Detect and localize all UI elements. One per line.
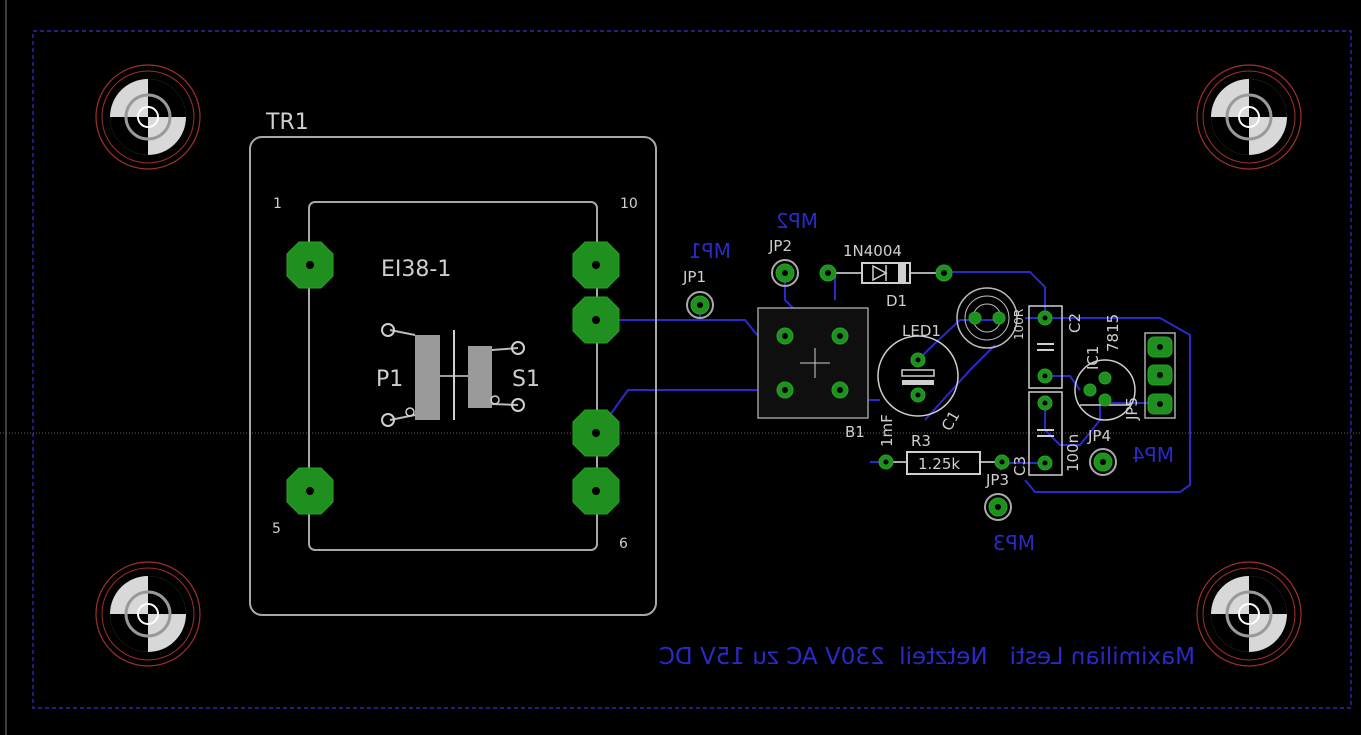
jp3-label: JP3 (985, 471, 1009, 489)
resistor-r3: 1.25k R3 (878, 432, 1010, 475)
capacitor-c2: C2 (1028, 305, 1084, 389)
jumper-jp5: JP5 (1123, 332, 1176, 421)
transformer-pad-7 (572, 409, 620, 457)
mp3-label: MP3 (993, 531, 1035, 555)
board-outline (32, 30, 1352, 709)
ic1-label: IC1 (1084, 346, 1102, 370)
pin1-label: 1 (273, 196, 282, 212)
mounting-hole-top-right (1196, 64, 1302, 170)
bottom-layer-text: MP1 MP2 MP3 MP4 Maximilian Lesti Netztei… (659, 209, 1195, 670)
mounting-hole-bottom-right (1196, 561, 1302, 667)
jp2-label: JP2 (768, 237, 792, 255)
ei38-label: EI38-1 (381, 257, 451, 282)
jumper-jp3: JP3 (984, 471, 1012, 521)
led-resistor-value-label: 100R (1012, 309, 1026, 340)
c2-label: C2 (1066, 313, 1084, 333)
mp4-label: MP4 (1132, 443, 1174, 467)
transformer-pad-10 (572, 241, 620, 289)
r3-label: R3 (911, 432, 931, 450)
jumper-jp2: JP2 (768, 237, 799, 287)
mp2-label: MP2 (776, 209, 818, 233)
p1-label: P1 (376, 367, 403, 392)
transformer-tr1: TR1 EI38-1 1 10 5 6 P1 S1 (249, 110, 657, 616)
pin5-label: 5 (272, 521, 281, 537)
jumper-jp4: JP4 (1087, 427, 1117, 476)
transformer-pad-5 (286, 467, 334, 515)
transformer-pad-9 (572, 296, 620, 344)
c3-label: C3 (1011, 456, 1029, 476)
c1-label: C1 (938, 408, 964, 434)
tr1-label: TR1 (265, 110, 309, 135)
led1-label: LED1 (902, 322, 941, 340)
jp1-label: JP1 (682, 268, 706, 286)
d1-value-label: 1N4004 (843, 242, 902, 260)
ic1-value-label: 7815 (1104, 314, 1122, 352)
secondary-coil (468, 346, 492, 408)
bridge-rectifier-b1: B1 (757, 307, 869, 441)
transformer-pad-6 (572, 467, 620, 515)
s1-label: S1 (512, 367, 540, 392)
pin10-label: 10 (620, 196, 638, 212)
transformer-pad-1 (286, 241, 334, 289)
capacitor-c3: C3 100n (1011, 391, 1082, 476)
mounting-hole-bottom-left (95, 561, 201, 667)
board-title-label: Maximilian Lesti Netzteil 230V AC zu 15V… (659, 644, 1195, 670)
primary-coil (415, 335, 440, 420)
c3-value-label: 100n (1064, 434, 1082, 472)
led-led1: LED1 100R (902, 287, 1026, 349)
diode-d1: 1N4004 D1 (819, 242, 953, 310)
c1-value-label: 1mF (878, 414, 896, 447)
mounting-hole-top-left (95, 64, 201, 170)
d1-label: D1 (886, 292, 907, 310)
jp4-label: JP4 (1087, 427, 1111, 445)
jumper-jp1: JP1 (682, 268, 714, 319)
b1-label: B1 (845, 423, 865, 441)
regulator-ic1: IC1 7815 (1074, 314, 1136, 421)
mp1-label: MP1 (689, 239, 731, 263)
r3-value-label: 1.25k (918, 455, 960, 473)
jp5-label: JP5 (1123, 397, 1141, 421)
pin6-label: 6 (619, 536, 628, 552)
